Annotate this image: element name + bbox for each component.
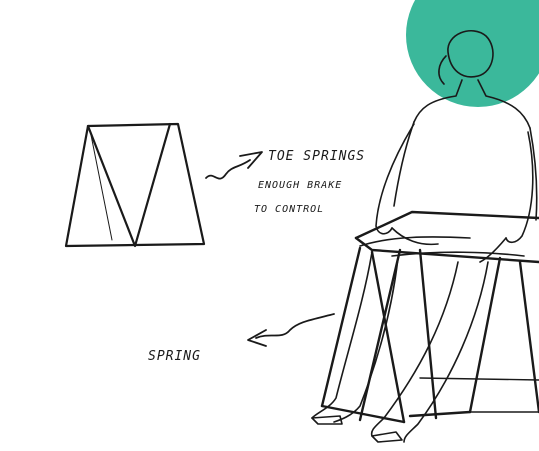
spring-arrow xyxy=(248,314,334,346)
detail-arrow xyxy=(206,152,262,179)
spring-detail-sketch xyxy=(66,124,204,246)
annotation-toe-springs-line1: TOE SPRINGS xyxy=(268,149,365,164)
annotation-toe-springs-line3: TO CONTROL xyxy=(254,204,324,215)
annotation-spring: SPRING xyxy=(148,349,201,364)
teal-accent-circle xyxy=(406,0,539,107)
annotation-toe-springs-line2: ENOUGH BRAKE xyxy=(258,180,342,191)
spring-chair-frame xyxy=(322,212,539,422)
